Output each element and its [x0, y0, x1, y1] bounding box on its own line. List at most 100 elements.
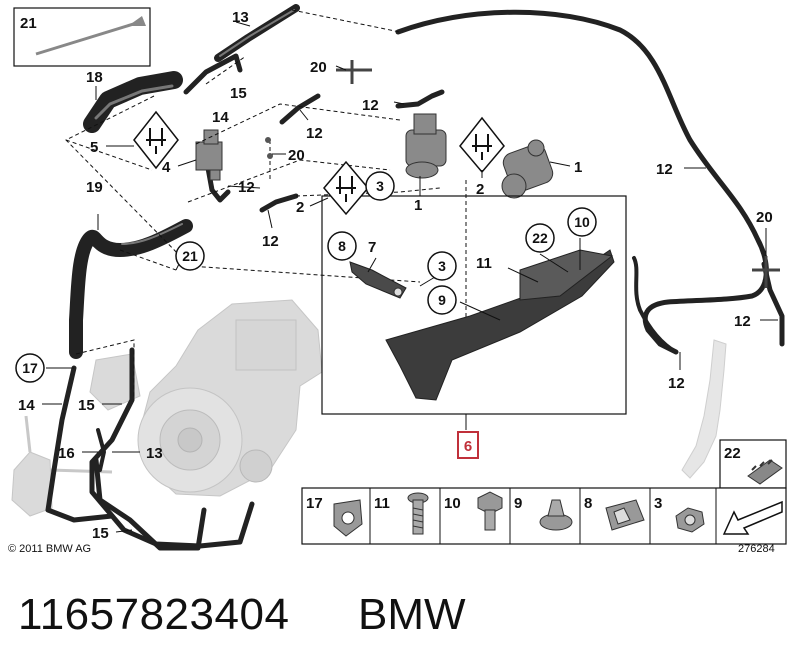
hose-13-bottom	[89, 347, 255, 549]
legend-item-arrow	[722, 500, 783, 535]
svg-text:9: 9	[514, 495, 522, 512]
label-13-bottom: 13	[146, 445, 163, 462]
hose-16	[96, 428, 106, 472]
push-nut-icon	[539, 499, 573, 531]
label-10: 10	[567, 207, 597, 237]
label-13-top: 13	[232, 9, 249, 26]
bolt-icon	[407, 492, 429, 535]
assembly-callout-6: 6	[457, 431, 479, 459]
vacuum-valve-1a	[405, 113, 447, 179]
label-19: 19	[86, 179, 103, 196]
label-8: 8	[327, 231, 357, 261]
legend-item-11: 11	[374, 492, 429, 535]
vacuum-valve-1b	[501, 139, 554, 199]
svg-text:8: 8	[338, 238, 346, 254]
svg-text:10: 10	[444, 495, 461, 512]
tee-20-right	[752, 256, 780, 288]
label-7: 7	[368, 239, 376, 256]
grommet-icon	[747, 459, 783, 485]
label-11: 11	[476, 255, 492, 272]
connector-warning-icon-b	[323, 160, 369, 216]
leader-lines	[42, 21, 778, 533]
hex-nut-icon	[675, 507, 705, 533]
label-17: 17	[15, 353, 45, 383]
svg-text:3: 3	[376, 178, 384, 194]
hex-bolt-icon	[477, 491, 503, 531]
svg-text:17: 17	[22, 360, 38, 376]
brand-name: BMW	[358, 590, 466, 639]
label-15-bottom: 15	[92, 525, 109, 542]
label-15-mid: 15	[78, 397, 95, 414]
label-15-top: 15	[230, 85, 247, 102]
svg-text:22: 22	[724, 445, 741, 462]
label-21-box: 21	[20, 15, 37, 32]
legend-item-3: 3	[654, 495, 705, 533]
label-12-right-1: 12	[656, 161, 673, 178]
label-5: 5	[90, 139, 98, 156]
tee-20-top	[336, 60, 372, 84]
svg-text:17: 17	[306, 495, 323, 512]
label-12-right-3: 12	[668, 375, 685, 392]
svg-text:22: 22	[532, 230, 548, 246]
label-4: 4	[162, 159, 171, 176]
label-22: 22	[525, 223, 555, 253]
hose-15-top	[183, 53, 243, 95]
label-16: 16	[58, 445, 75, 462]
turbocharger-illustration	[11, 299, 323, 517]
label-21-circle: 21	[175, 241, 205, 271]
svg-text:8: 8	[584, 495, 592, 512]
arrow-icon	[722, 500, 783, 535]
legend-item-8: 8	[584, 495, 645, 531]
hose-right-inner	[632, 256, 678, 354]
label-12-d: 12	[262, 233, 279, 250]
hose-12-right	[395, 89, 445, 109]
svg-text:9: 9	[438, 292, 446, 308]
label-12-c: 12	[238, 179, 255, 196]
connector-warning-icon-c	[459, 116, 505, 174]
label-1-a: 1	[414, 197, 422, 214]
svg-text:6: 6	[464, 438, 472, 455]
parts-diagram: 21 13 18 15 14 5 4 20 12 12 20 12 1 2 2 …	[8, 4, 787, 555]
label-14-top: 14	[212, 109, 229, 126]
legend-item-10: 10	[444, 491, 503, 531]
label-18: 18	[86, 69, 103, 86]
label-1-b: 1	[574, 159, 582, 176]
spring-clip-icon	[605, 499, 645, 531]
label-3-sub: 3	[427, 251, 457, 281]
label-14-bottom: 14	[18, 397, 35, 414]
assembly-6-frame	[321, 195, 627, 415]
hose-19	[69, 219, 193, 359]
label-2-b: 2	[476, 181, 484, 198]
hose-14-bottom	[45, 365, 115, 523]
figure-number: 276284	[738, 543, 775, 555]
legend-item-17: 17	[306, 495, 363, 537]
label-3-circle: 3	[365, 171, 395, 201]
label-9: 9	[427, 285, 457, 315]
fastener-legend: 17 11 10 9	[301, 487, 787, 545]
grommet-box-22: 22	[719, 439, 787, 489]
connector-warning-icon-a	[133, 110, 179, 170]
legend-item-9: 9	[514, 495, 573, 531]
svg-text:21: 21	[182, 248, 198, 264]
label-2-a: 2	[296, 199, 304, 216]
clip-icon	[333, 499, 363, 537]
hose-12-mid	[279, 93, 321, 125]
svg-text:10: 10	[574, 214, 590, 230]
copyright-text: © 2011 BMW AG	[8, 543, 91, 555]
bracket-assembly	[349, 249, 615, 401]
exhaust-pipe-illustration	[681, 339, 727, 479]
part-number: 11657823404	[18, 590, 290, 639]
label-20-right: 20	[756, 209, 773, 226]
label-12-a: 12	[362, 97, 379, 114]
svg-text:3: 3	[438, 258, 446, 274]
pressure-converter-4	[195, 129, 223, 181]
hose-right-long	[395, 9, 769, 355]
svg-text:11: 11	[374, 495, 390, 512]
label-20-mid: 20	[288, 147, 305, 164]
svg-text:3: 3	[654, 495, 662, 512]
label-12-b: 12	[306, 125, 323, 142]
hose-12-lower	[259, 193, 299, 213]
item-21-box	[13, 7, 151, 67]
hose-15-bottom	[93, 457, 207, 551]
label-20-top: 20	[310, 59, 327, 76]
